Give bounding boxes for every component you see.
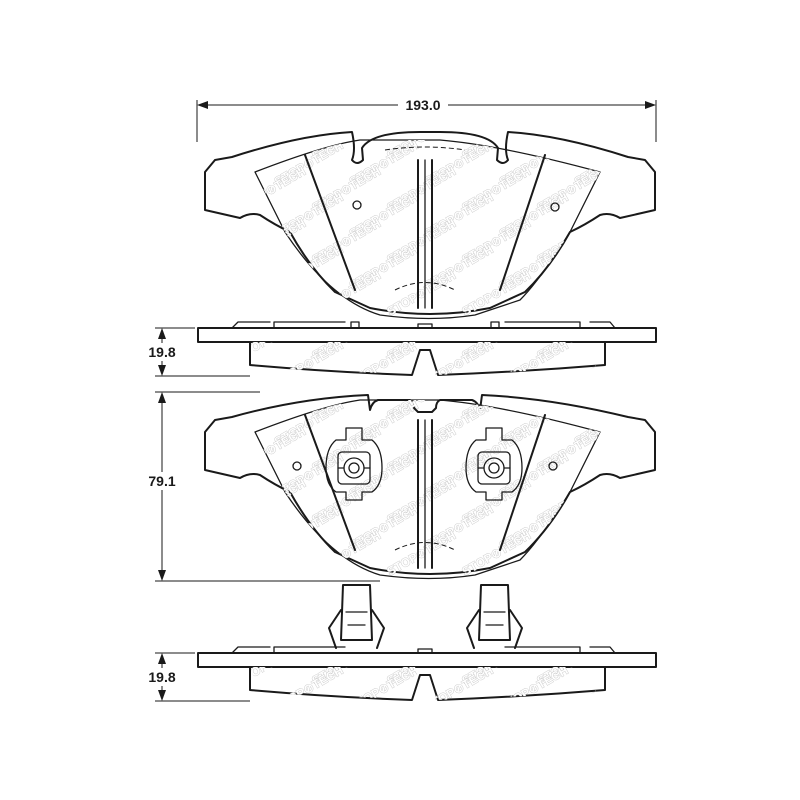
- dimension-width: 193.0: [196, 96, 657, 142]
- dimension-thickness-bottom: 19.8: [140, 652, 250, 702]
- watermark-brand-text: STOP⊘TECH: [535, 528, 609, 579]
- watermark-brand-text: STOP⊘TECH: [422, 663, 496, 714]
- watermark-brand-text: STOP⊘TECH: [235, 164, 309, 215]
- spring-clip-side-right: [466, 584, 523, 649]
- pad-hole-right: [550, 202, 560, 212]
- dimension-thickness-top: 19.8: [140, 327, 250, 377]
- watermark-brand-text: STOP⊘TECH: [610, 216, 684, 267]
- watermark-brand-text: STOP⊘TECH: [572, 502, 646, 553]
- watermark-brand-text: STOP⊘TECH: [610, 424, 684, 475]
- watermark-brand-text: STOP⊘TECH: [272, 338, 346, 389]
- spring-clip-side-left: [328, 584, 385, 649]
- dimension-width-label: 193.0: [405, 97, 440, 113]
- watermark-brand-text: STOP⊘TECH: [497, 663, 571, 714]
- pad-hole-left-back: [292, 461, 302, 471]
- watermark-brand-text: STOP⊘TECH: [535, 268, 609, 319]
- friction-face-outline: [254, 139, 601, 320]
- spring-clips-side-view: [328, 584, 523, 649]
- watermark-brand-text: STOP⊘TECH: [235, 268, 309, 319]
- watermark-brand-text: STOP⊘TECH: [235, 216, 309, 267]
- watermark-brand-text: STOP⊘TECH: [347, 338, 421, 389]
- watermark-brand-text: STOP⊘TECH: [572, 242, 646, 293]
- watermark-brand-text: STOP⊘TECH: [610, 164, 684, 215]
- watermark-brand-text: STOP⊘TECH: [610, 476, 684, 527]
- dimension-height-label: 79.1: [148, 473, 175, 489]
- watermark-brand-text: STOP⊘TECH: [422, 338, 496, 389]
- watermark-brand-text: STOP⊘TECH: [347, 663, 421, 714]
- friction-block-side-bottom: [249, 666, 606, 701]
- watermark-brand-text: STOP⊘TECH: [235, 112, 309, 163]
- friction-face-outline-back: [254, 399, 601, 580]
- watermark-brand-text: STOP⊘TECH: [235, 372, 309, 423]
- pad-hole-right-back: [548, 461, 558, 471]
- watermark-brand-text: STOP⊘TECH: [572, 338, 646, 389]
- watermark-brand-text: STOP⊘TECH: [610, 268, 684, 319]
- watermark-brand-text: STOP⊘TECH: [235, 424, 309, 475]
- watermark-brand-text: STOP⊘TECH: [610, 312, 684, 363]
- watermark-brand-text: STOP⊘TECH: [610, 528, 684, 579]
- watermark-brand-text: STOP⊘TECH: [272, 663, 346, 714]
- spring-clip-left: [325, 427, 383, 501]
- watermark-brand-text: STOP⊘TECH: [497, 338, 571, 389]
- watermark-brand-text: STOP⊘TECH: [235, 476, 309, 527]
- watermark-brand-text: STOP⊘TECH: [235, 637, 309, 688]
- pad-hole-left: [352, 200, 362, 210]
- watermark-brand-text: STOP⊘TECH: [385, 268, 459, 319]
- watermark-brand-text: STOP⊘TECH: [385, 528, 459, 579]
- watermark-brand-text: STOP⊘TECH: [235, 528, 309, 579]
- dimension-thickness-top-label: 19.8: [148, 344, 175, 360]
- watermark-brand-text: STOP⊘TECH: [610, 637, 684, 688]
- watermark-brand-text: STOP⊘TECH: [235, 312, 309, 363]
- watermark-brand-text: STOP⊘TECH: [572, 663, 646, 714]
- watermark-brand-text: STOP⊘TECH: [272, 242, 346, 293]
- spring-clip-right: [465, 427, 523, 501]
- dimension-thickness-bottom-label: 19.8: [148, 669, 175, 685]
- dimension-height: 79.1: [140, 391, 380, 582]
- watermark-brand-text: STOP⊘TECH: [272, 502, 346, 553]
- friction-block-side: [249, 341, 606, 376]
